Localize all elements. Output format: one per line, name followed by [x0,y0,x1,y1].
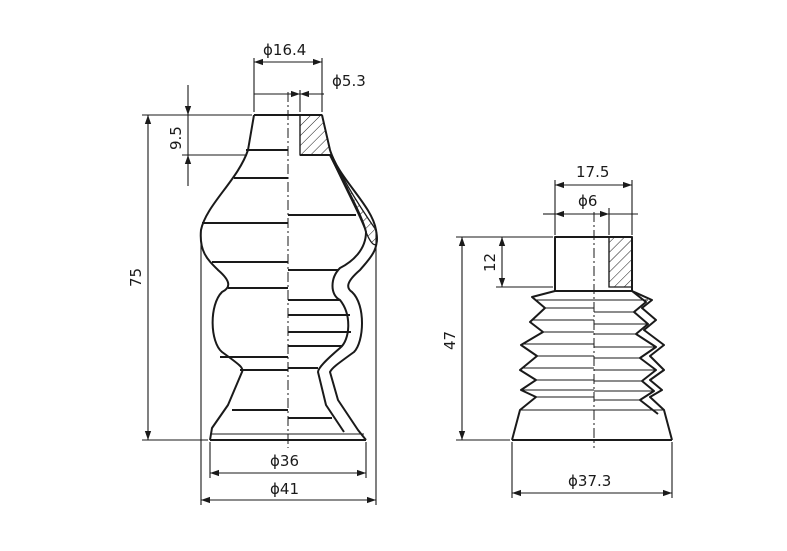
dim-base-inner-diameter: ϕ36 [270,452,299,470]
cup-b-right-profile [631,290,673,441]
dim-top-outer-diameter: ϕ16.4 [263,41,306,59]
dim-neck-height: 9.5 [167,126,185,150]
dim-b-top-outer-width: 17.5 [576,163,609,181]
cup-b-left-profile [511,290,556,441]
dim-top-inner-diameter: ϕ5.3 [332,72,366,90]
cup-a-hatched-section [299,114,378,246]
dim-b-neck-height: 12 [481,253,499,272]
cup-b-ridges [522,290,656,401]
suction-cup-b [511,212,673,448]
cup-b-inner-wall [631,290,659,415]
cup-a-left-profile [199,114,255,441]
dim-b-top-inner-diameter: ϕ6 [578,192,597,210]
cup-a-inner-wall [300,154,367,433]
dim-overall-height: 75 [127,268,145,287]
cup-b-hatched-section [608,236,633,288]
suction-cup-a [199,92,378,448]
cup-b-dimensions: 17.5 ϕ6 12 47 ϕ37.3 [441,163,673,498]
cup-a-dimensions: ϕ16.4 ϕ5.3 9.5 75 ϕ36 ϕ41 [127,41,377,505]
dim-b-base-diameter: ϕ37.3 [568,472,611,490]
dim-b-overall-height: 47 [441,331,459,350]
dim-base-outer-diameter: ϕ41 [270,480,299,498]
cup-a-right-profile [321,114,378,441]
